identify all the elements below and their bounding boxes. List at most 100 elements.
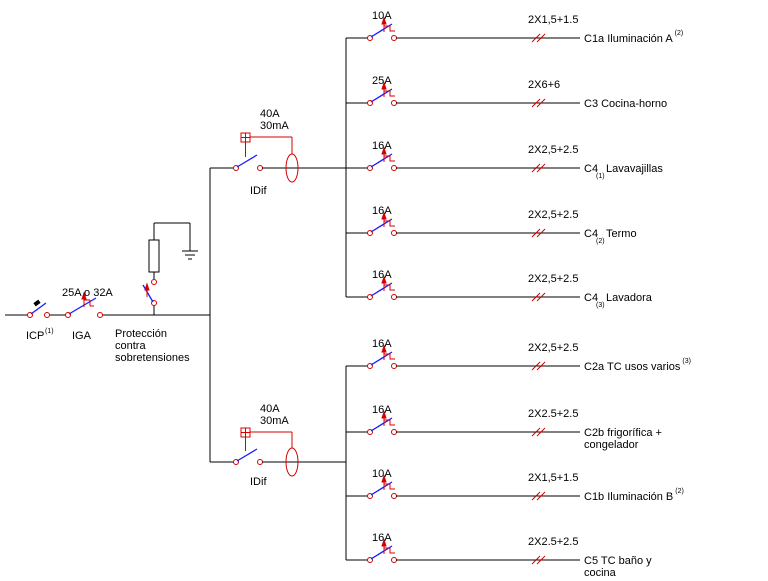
- breaker-trip: [384, 155, 395, 162]
- conductor-tick: [536, 292, 546, 302]
- circuit-name: C2a TC usos varios: [584, 361, 681, 373]
- idif-top-symbol: [210, 132, 346, 183]
- conductor-tick: [536, 491, 546, 501]
- breaker-terminal: [391, 363, 397, 369]
- breaker-terminal: [391, 230, 397, 236]
- circuit-name: C4: [584, 292, 598, 304]
- conductor-tick: [531, 33, 541, 43]
- conductor-tick: [536, 361, 546, 371]
- circuit-name-suffix: Lavadora: [606, 292, 653, 304]
- breaker-rating: 16A: [372, 205, 392, 217]
- surge-label-line1: Protección: [115, 328, 167, 340]
- surge-label-line2: contra: [115, 340, 146, 352]
- circuit-subscript: (1): [596, 173, 605, 180]
- circuit-name: C3 Cocina-horno: [584, 98, 667, 110]
- circuit-name: C4: [584, 228, 598, 240]
- circuit-note: (2): [675, 30, 684, 37]
- cable-section: 2X1,5+1.5: [528, 472, 578, 484]
- cable-section: 2X2,5+2.5: [528, 273, 578, 285]
- breaker-trip: [384, 483, 395, 490]
- cable-section: 2X2.5+2.5: [528, 536, 578, 548]
- breaker-arrow: [381, 16, 387, 25]
- conductor-tick: [536, 427, 546, 437]
- circuit-name: C1b Iluminación B: [584, 491, 673, 503]
- idif-bottom-rating: 40A: [260, 403, 280, 415]
- cable-section: 2X2.5+2.5: [528, 408, 578, 420]
- cable-section: 2X1,5+1.5: [528, 14, 578, 26]
- cable-section: 2X6+6: [528, 79, 560, 91]
- circuit-row: 16A 2X2,5+2.5C4(3)Lavadora: [346, 269, 653, 309]
- breaker-rating: 16A: [372, 404, 392, 416]
- icp-note: (1): [45, 328, 54, 335]
- circuit-name: C1a Iluminación A: [584, 33, 673, 45]
- iga-rating: 25A o 32A: [62, 287, 113, 299]
- conductor-tick: [536, 228, 546, 238]
- idif-top-label: IDif: [250, 185, 267, 197]
- breaker-arrow: [381, 146, 387, 155]
- conductor-tick: [531, 98, 541, 108]
- breaker-arrow: [381, 211, 387, 220]
- idif-bottom-label: IDif: [250, 476, 267, 488]
- conductor-tick: [536, 33, 546, 43]
- circuit-note: (2): [675, 488, 684, 495]
- conductor-tick: [536, 163, 546, 173]
- idif-top-rating: 40A: [260, 108, 280, 120]
- conductor-tick: [531, 228, 541, 238]
- surge-label-line3: sobretensiones: [115, 352, 190, 364]
- breaker-rating: 16A: [372, 140, 392, 152]
- conductor-tick: [531, 491, 541, 501]
- breaker-trip: [384, 419, 395, 426]
- idif-bottom-sensitivity: 30mA: [260, 415, 289, 427]
- circuit-subscript: (3): [596, 302, 605, 309]
- breaker-trip: [384, 547, 395, 554]
- cable-section: 2X2,5+2.5: [528, 144, 578, 156]
- breaker-arrow: [381, 275, 387, 284]
- idif-bottom-symbol: [210, 427, 346, 477]
- breaker-trip: [384, 220, 395, 227]
- idif-top-sensitivity: 30mA: [260, 120, 289, 132]
- breaker-terminal: [391, 35, 397, 41]
- breaker-arrow: [381, 410, 387, 419]
- iga-switch-symbol: [65, 291, 103, 318]
- conductor-tick: [536, 555, 546, 565]
- conductor-tick: [531, 427, 541, 437]
- breaker-terminal: [391, 100, 397, 106]
- breaker-trip: [384, 90, 395, 97]
- breaker-rating: 16A: [372, 338, 392, 350]
- breaker-arrow: [381, 344, 387, 353]
- circuit-name: C4: [584, 163, 598, 175]
- conductor-tick: [531, 163, 541, 173]
- breaker-trip: [384, 284, 395, 291]
- breaker-rating: 10A: [372, 468, 392, 480]
- breaker-trip: [384, 25, 395, 32]
- breaker-terminal: [391, 165, 397, 171]
- conductor-tick: [531, 292, 541, 302]
- breaker-rating: 16A: [372, 269, 392, 281]
- conductor-tick: [536, 98, 546, 108]
- circuit-row: 16A 2X2,5+2.5C4(1)Lavavajillas: [346, 140, 663, 180]
- iga-label: IGA: [72, 330, 92, 342]
- circuit-name: C5 TC baño y: [584, 555, 652, 567]
- breaker-rating: 16A: [372, 532, 392, 544]
- breaker-terminal: [391, 493, 397, 499]
- circuit-name-suffix: Lavavajillas: [606, 163, 663, 175]
- breaker-terminal: [391, 429, 397, 435]
- circuit-name-line2: congelador: [584, 439, 639, 451]
- conductor-tick: [531, 555, 541, 565]
- circuit-name: C2b frigorífica +: [584, 427, 662, 439]
- circuit-subscript: (2): [596, 238, 605, 245]
- circuit-name-suffix: Termo: [606, 228, 637, 240]
- breaker-arrow: [381, 538, 387, 547]
- circuit-name-line2: cocina: [584, 567, 617, 579]
- breaker-trip: [384, 353, 395, 360]
- breaker-rating: 10A: [372, 10, 392, 22]
- cable-section: 2X2,5+2.5: [528, 342, 578, 354]
